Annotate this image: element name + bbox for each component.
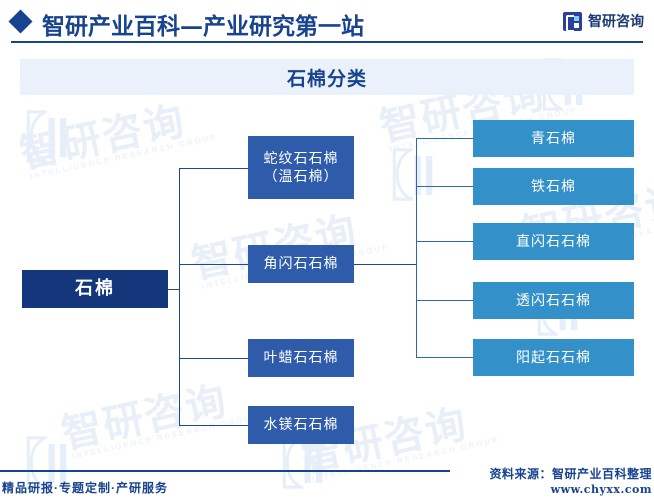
edge-root-stub: [168, 289, 180, 290]
node-lvl2-pyrophyllite[interactable]: 叶蜡石石棉: [248, 339, 354, 377]
edge-to-lvl2-1: [179, 168, 248, 169]
node-lvl3-actinolite[interactable]: 阳起石石棉: [473, 339, 634, 376]
page-footer: 精品研报·专题定制·产研服务 资料来源：智研产业百科整理 www.chyxx.c…: [0, 452, 654, 504]
header-divider: [11, 41, 643, 43]
node-lvl2-brucite[interactable]: 水镁石石棉: [248, 406, 354, 444]
edge-to-lvl2-4: [179, 425, 248, 426]
footer-services-text: 精品研报·专题定制·产研服务: [2, 481, 168, 495]
page-title: 智研产业百科—产业研究第一站: [42, 13, 364, 40]
node-lvl3-amosite[interactable]: 铁石棉: [473, 168, 634, 205]
node-lvl3-crocidolite[interactable]: 青石棉: [473, 120, 634, 157]
footer-divider: [0, 470, 450, 472]
page-header: 智研产业百科—产业研究第一站 智研咨询: [0, 0, 654, 44]
edge-level3-spine: [416, 138, 417, 357]
edge-level2-spine: [179, 168, 180, 426]
edge-to-lvl2-3: [179, 358, 248, 359]
edge-to-lvl2-2: [179, 264, 248, 265]
brand-name: 智研咨询: [588, 13, 644, 29]
node-lvl3-tremolite[interactable]: 透闪石石棉: [473, 282, 634, 319]
zhiyan-logo-icon: [563, 11, 582, 31]
node-lvl3-anthophyllite[interactable]: 直闪石石棉: [473, 223, 634, 260]
diamond-bullet-icon: [8, 9, 33, 34]
footer-source-text: 资料来源：智研产业百科整理: [489, 467, 652, 481]
chart-title: 石棉分类: [286, 67, 367, 90]
edge-to-lvl3-4: [416, 300, 473, 301]
node-lvl2-amphibole[interactable]: 角闪石石棉: [248, 245, 354, 283]
node-root-asbestos[interactable]: 石棉: [22, 270, 168, 308]
edge-to-lvl3-5: [416, 357, 473, 358]
brand-logo: 智研咨询: [563, 11, 644, 31]
edge-to-lvl3-1: [416, 138, 473, 139]
edge-lvl2-to-lvl3-spine: [354, 264, 416, 265]
edge-to-lvl3-2: [416, 186, 473, 187]
node-lvl2-serpentine[interactable]: 蛇纹石石棉 （温石棉）: [248, 136, 354, 199]
footer-url[interactable]: www.chyxx.com: [550, 483, 652, 496]
edge-to-lvl3-3: [416, 241, 473, 242]
chart-title-band: 石棉分类: [20, 59, 634, 95]
